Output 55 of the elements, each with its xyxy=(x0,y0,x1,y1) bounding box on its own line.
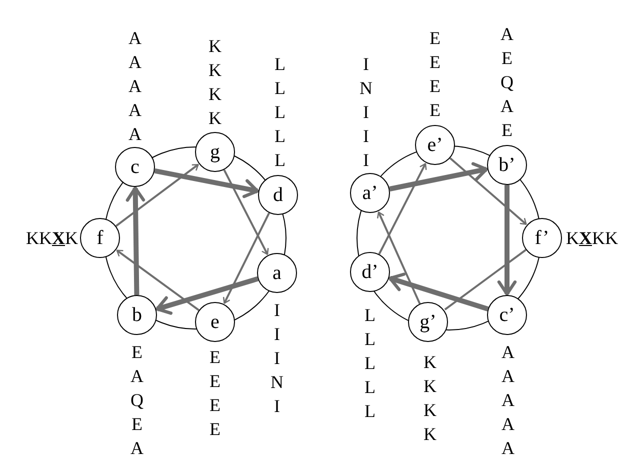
arrow xyxy=(222,212,270,304)
heptad-position-circle xyxy=(115,147,155,187)
heptad-position-circle xyxy=(487,145,527,185)
arrow xyxy=(154,168,259,198)
position-letter: d xyxy=(273,185,283,205)
residue-column: A A A A A xyxy=(128,26,142,146)
residue-column: E E E E xyxy=(430,26,440,122)
heptad-position-circle xyxy=(195,302,235,342)
arrow xyxy=(377,212,421,304)
heptad-position-circle xyxy=(408,302,448,342)
arrow xyxy=(223,169,269,255)
arrow xyxy=(116,250,200,312)
position-letter: f xyxy=(96,228,104,248)
heptad-position-circle xyxy=(350,252,390,292)
residue-column: E E E E xyxy=(210,345,220,441)
arrow xyxy=(497,185,517,296)
position-letter: a xyxy=(272,263,282,283)
arrow xyxy=(449,157,527,225)
residue-column: L L L L L xyxy=(274,52,286,172)
residue-column: L L L L L xyxy=(364,303,376,423)
heptad-position-circle xyxy=(80,218,120,258)
position-letter: c’ xyxy=(499,305,515,325)
residue-sequence: KXKK xyxy=(566,227,618,250)
residue-column: A E Q A E xyxy=(500,22,514,142)
arrow xyxy=(388,272,489,312)
position-letter: b’ xyxy=(498,155,516,175)
heptad-position-circle xyxy=(258,175,298,215)
arrow xyxy=(156,276,259,315)
residue-sequence: KKXK xyxy=(26,227,78,250)
position-letter: f’ xyxy=(534,228,550,248)
residue-column: E A Q E A xyxy=(130,340,144,460)
position-letter: a’ xyxy=(362,183,378,203)
arrow xyxy=(115,164,199,227)
heptad-position-circle xyxy=(415,125,455,165)
heptad-position-circle xyxy=(195,132,235,172)
position-letter: b xyxy=(132,305,142,325)
residue-column: I N I I I xyxy=(360,52,372,172)
heptad-position-circle xyxy=(350,173,390,213)
position-letter: g xyxy=(210,142,220,162)
heptad-position-circle xyxy=(257,253,297,293)
residue-column: A A A A A xyxy=(502,340,514,460)
heptad-position-circle xyxy=(117,295,157,335)
arrow xyxy=(389,162,488,192)
heptad-position-circle xyxy=(487,295,527,335)
position-letter: e’ xyxy=(427,135,443,155)
residue-column: I I I N I xyxy=(270,298,284,418)
position-letter: d’ xyxy=(362,262,378,282)
position-letter: e xyxy=(210,312,220,332)
arrow xyxy=(378,163,427,255)
position-letter: g’ xyxy=(420,312,436,332)
residue-column: K K K K xyxy=(424,350,436,446)
arrow xyxy=(126,186,146,296)
residue-column: K K K K xyxy=(208,34,222,130)
heptad-position-circle xyxy=(522,218,562,258)
position-letter: c xyxy=(130,157,140,177)
